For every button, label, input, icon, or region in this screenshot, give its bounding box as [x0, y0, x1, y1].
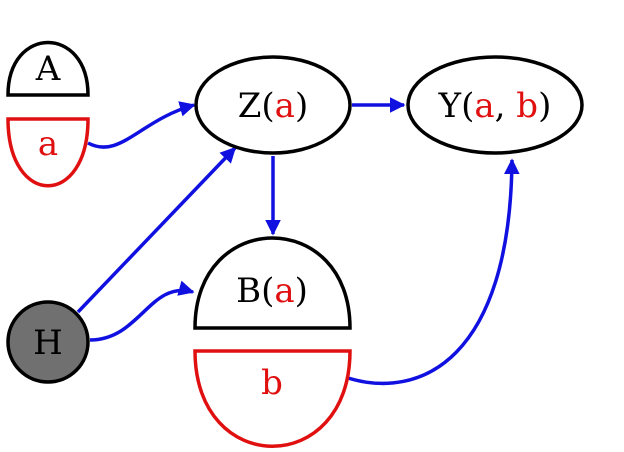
node-Y-label: Y(a, b) — [438, 86, 552, 126]
edge-a-to-z — [87, 101, 196, 149]
node-B-label: B(a) — [236, 271, 308, 311]
edge-b-to-y — [347, 158, 520, 386]
node-B: B(a) — [193, 236, 352, 330]
node-Y: Y(a, b) — [406, 55, 584, 155]
edge-h-to-z — [76, 146, 237, 314]
node-a-label: a — [38, 124, 58, 164]
node-a: a — [6, 117, 90, 188]
node-b-label: b — [261, 363, 283, 403]
node-b: b — [193, 349, 352, 448]
node-H-label: H — [33, 323, 63, 363]
node-Z-label: Z(a) — [238, 86, 308, 126]
edge-h-to-b — [89, 280, 195, 342]
node-Z: Z(a) — [194, 55, 352, 155]
node-A-label: A — [35, 49, 61, 89]
node-H: H — [6, 300, 90, 384]
node-A: A — [6, 40, 90, 97]
